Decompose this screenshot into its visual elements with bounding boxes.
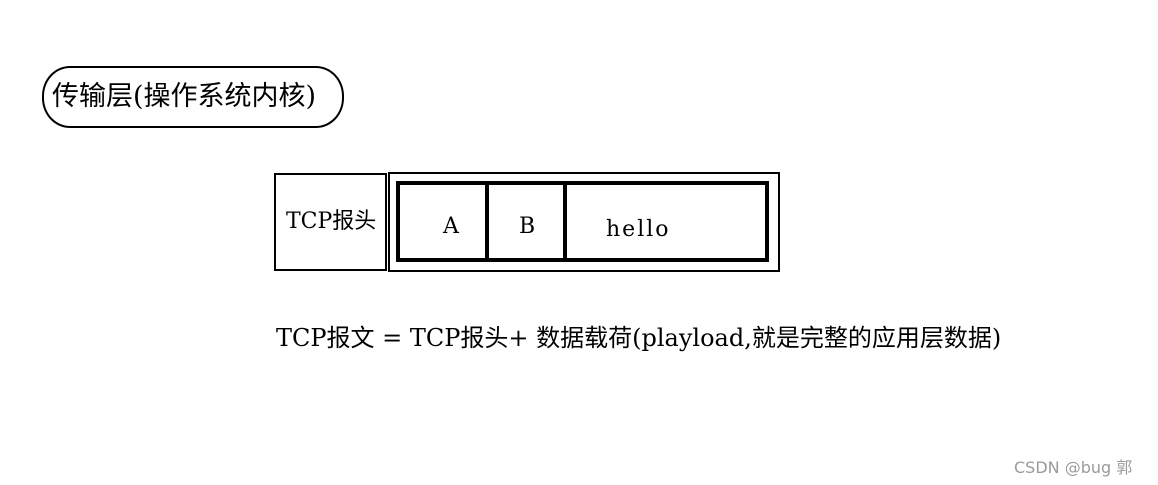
tcp-header-box: TCP报头	[274, 173, 387, 271]
payload-outer-box	[388, 172, 780, 272]
payload-cell-hello: hello	[606, 217, 671, 242]
payload-cell-b: B	[485, 185, 567, 258]
tcp-segment-formula: TCP报文 = TCP报头+ 数据载荷(playload,就是完整的应用层数据)	[276, 324, 1002, 352]
payload-inner-box: A B hello	[396, 181, 769, 262]
csdn-watermark: CSDN @bug 郭	[1014, 458, 1133, 477]
transport-layer-label: 传输层(操作系统内核)	[42, 66, 344, 128]
payload-cell-a: A	[443, 214, 459, 239]
